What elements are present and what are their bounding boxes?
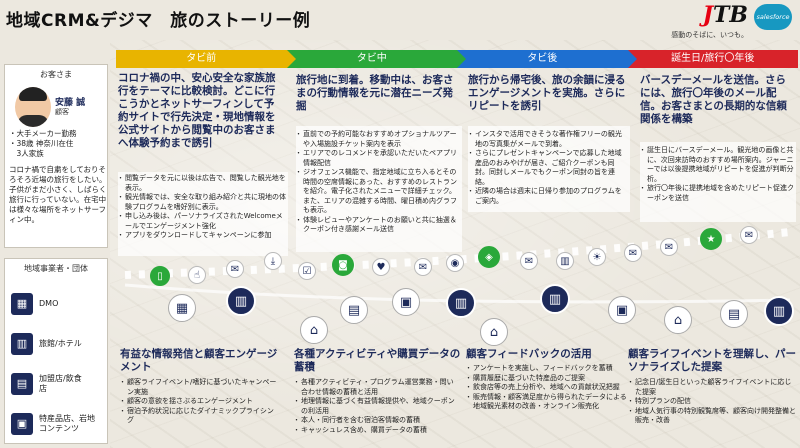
bottom-title-1: 有益な情報発信と顧客エンゲージメント — [120, 348, 278, 373]
bottom-title-4: 顧客ライフイベントを理解し、パーソナライズした提案 — [628, 348, 796, 373]
bottom-title-2: 各種アクティビティや購買データの蓄積 — [294, 348, 461, 373]
salesforce-logo: salesforce — [754, 4, 792, 30]
customer-avatar — [15, 87, 51, 127]
camera-icon: ◉ — [446, 254, 464, 272]
hotel-building-icon-3: ▥ — [540, 284, 570, 314]
bottom-list-1: 顧客ライフイベント/嗜好に基づいたキャンペーン実施顧客の意欲を揺さぶるエンゲージ… — [119, 378, 280, 426]
download-icon: ⤓ — [264, 252, 282, 270]
touch-icon: ☝ — [188, 266, 206, 284]
biz-shop: ▤加盟店/飲食店 — [11, 373, 107, 395]
jtb-logo: JTB — [702, 2, 748, 28]
star-icon: ★ — [700, 228, 722, 250]
car-icon: ◙ — [332, 254, 354, 276]
hotel-building-icon: ▥ — [226, 286, 256, 316]
mail-icon-6: ✉ — [740, 226, 758, 244]
top-list-1: 閲覧データを元に以後は広告で、閲覧した観光地を表示。観光情報では、安全な取り組み… — [117, 174, 286, 241]
phase-during: タビ中 — [286, 50, 466, 68]
bottom-list-4: 記念日/誕生日といった顧客ライフイベントに応じた提案特別プランの配信地域人気行事… — [627, 378, 796, 426]
phone-icon: ▯ — [150, 266, 170, 286]
temple-icon: ⌂ — [300, 316, 328, 344]
store-icon: ▣ — [11, 413, 33, 435]
brand-area: JTB salesforce — [703, 4, 792, 30]
biz-dmo: ▦DMO — [11, 293, 58, 315]
top-title-4: バースデーメールを送信。さらには、旅行〇年後のメール配信。お客さまとの長期的な信… — [640, 74, 787, 125]
store-building-icon: ▣ — [392, 288, 420, 316]
top-title-2: 旅行地に到着。移動中は、お客さまの行動情報を元に潜在ニーズ発掘 — [296, 74, 454, 112]
phase-bar: タビ前 タビ中 タビ後 誕生日/旅行〇年後 — [116, 50, 798, 68]
top-list-4: 誕生日にバースデーメール。観光地の画像と共に、次回来訪時のおすすめ場所案内。ジャ… — [639, 146, 794, 203]
building-icon: ▦ — [11, 293, 33, 315]
bulb-icon: ☀ — [588, 248, 606, 266]
mail-icon: ✉ — [226, 260, 244, 278]
sidebar: お客さま 安藤 誠 顧客 ・大手メーカー勤務 ・38歳 神奈川在住 3人家族 コ… — [4, 64, 108, 444]
customer-panel: お客さま 安藤 誠 顧客 ・大手メーカー勤務 ・38歳 神奈川在住 3人家族 コ… — [4, 64, 108, 248]
shop-icon: ▤ — [11, 373, 33, 395]
hotel-building-icon-2: ▥ — [446, 288, 476, 318]
bottom-title-3: 顧客フィードバックの活用 — [466, 348, 592, 360]
biz-goods: ▣特産品店、岩地コンテンツ — [11, 413, 107, 435]
customer-info: ・大手メーカー勤務 ・38歳 神奈川在住 3人家族 — [9, 129, 77, 158]
biz-hotel: ▥旅館/ホテル — [11, 333, 82, 355]
store-building-icon-2: ▣ — [608, 296, 636, 324]
shop-building-icon-2: ▤ — [720, 300, 748, 328]
office-building-icon: ▦ — [168, 294, 196, 322]
top-list-3: インスタで活用できそうな著作権フリーの観光地の写真集がメールで到着。さらにプレゼ… — [467, 130, 628, 206]
phase-birthday: 誕生日/旅行〇年後 — [627, 50, 798, 68]
temple-icon-2: ⌂ — [480, 318, 508, 346]
mail-icon-2: ✉ — [414, 258, 432, 276]
hotel-building-icon-4: ▥ — [764, 296, 794, 326]
customer-sub: 顧客 — [55, 108, 69, 116]
mail-icon-3: ✉ — [520, 252, 538, 270]
brand-tagline: 感動のそばに、いつも。 — [671, 31, 748, 39]
mail-icon-4: ✉ — [624, 244, 642, 262]
phase-after: タビ後 — [457, 50, 636, 68]
checklist-icon: ☑ — [298, 262, 316, 280]
top-title-3: 旅行から帰宅後、旅の余韻に浸るエンゲージメントを実施。さらにリピートを誘引 — [468, 74, 626, 112]
customer-name: 安藤 誠 — [55, 98, 86, 108]
temple-icon-3: ⌂ — [664, 306, 692, 334]
phase-before: タビ前 — [116, 50, 295, 68]
mail-icon-5: ✉ — [660, 238, 678, 256]
bottom-list-2: 各種アクティビティ・プログラム運営業務・問い合わせ情報の蓄積と活用地理情報に基づ… — [293, 378, 460, 435]
tag-icon: ◈ — [478, 246, 500, 268]
hotel-icon: ▥ — [11, 333, 33, 355]
page-title: 地域CRM&デジマ 旅のストーリー例 — [6, 11, 311, 31]
top-list-2: 直前での予約可能なおすすめオプショナルツアーや入場施設チケット案内を表示エリアで… — [295, 130, 460, 235]
business-panel: 地域事業者・団体 ▦DMO ▥旅館/ホテル ▤加盟店/飲食店 ▣特産品店、岩地コ… — [4, 258, 108, 444]
trash-icon: ▥ — [556, 252, 574, 270]
customer-header: お客さま — [40, 70, 72, 79]
customer-description: コロナ禍で自粛をしておりそろそろ近場の旅行をしたい。子供がまだ小さく、しばらく旅… — [9, 165, 107, 224]
shop-building-icon: ▤ — [340, 296, 368, 324]
bottom-list-3: アンケートを実施し、フィードバックを蓄積購買履歴に基づいた特産品のご提案飲食店等… — [465, 364, 628, 412]
top-title-1: コロナ禍の中、安心安全な家族旅行をテーマに比較検討。どこに行こうかとネットサーフ… — [118, 72, 276, 149]
business-header: 地域事業者・団体 — [24, 264, 88, 273]
gift-icon: ♥ — [372, 258, 390, 276]
